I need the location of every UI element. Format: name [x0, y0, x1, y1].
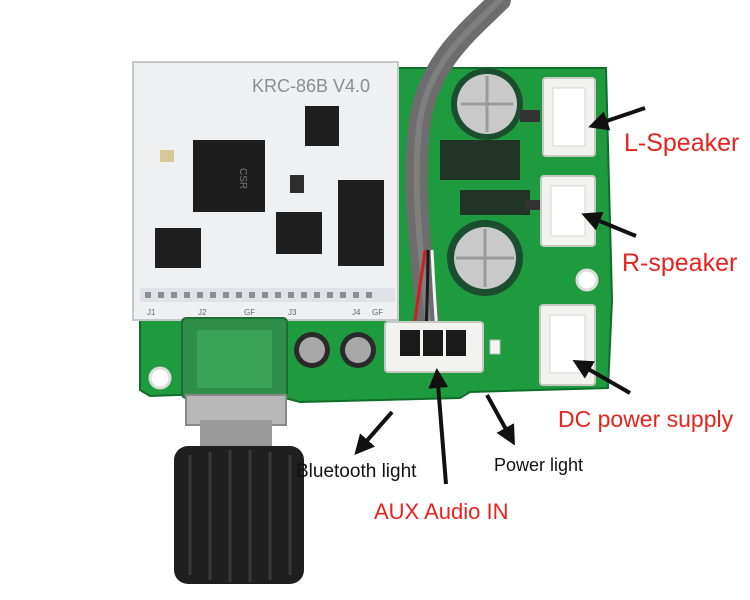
- header-j1: J1: [147, 308, 156, 317]
- module-model-text: KRC-86B V4.0: [252, 76, 370, 96]
- dc-power-connector: [539, 304, 596, 386]
- bluetooth-light-label: Bluetooth light: [296, 461, 417, 482]
- arrow-dc-power: [572, 360, 631, 395]
- dc-power-label: DC power supply: [558, 406, 734, 432]
- header-j2: J2: [198, 308, 207, 317]
- power-light-label: Power light: [494, 455, 584, 475]
- mount-hole-left-bottom: [148, 366, 172, 390]
- svg-text:CSR: CSR: [237, 168, 248, 189]
- arrow-l-speaker: [588, 106, 646, 131]
- power-led: [489, 339, 501, 355]
- mount-hole-right-top: [575, 268, 599, 292]
- capacitor-middle: [447, 220, 523, 296]
- r-speaker-connector: [540, 175, 596, 247]
- arrow-power-light: [485, 394, 515, 446]
- arrow-aux: [428, 368, 449, 485]
- bluetooth-module: KRC-86B V4.0 CSR J1 J2 GF J3 J4 GF: [132, 61, 399, 321]
- csr-chip: [193, 140, 265, 212]
- l-speaker-connector: [542, 77, 596, 157]
- header-j3: J3: [288, 308, 297, 317]
- l-speaker-label: L-Speaker: [624, 129, 740, 157]
- arrow-bluetooth-light: [354, 410, 394, 456]
- aux-audio-in-label: AUX Audio IN: [374, 499, 509, 524]
- volume-potentiometer: [174, 317, 304, 584]
- header-j4: J4: [352, 308, 361, 317]
- aux-connector: [384, 321, 484, 373]
- header-gf-1: GF: [244, 308, 255, 317]
- header-gf-2: GF: [372, 308, 383, 317]
- arrow-r-speaker: [581, 211, 637, 238]
- volume-knob: [174, 446, 304, 584]
- capacitor-top: [451, 68, 523, 140]
- r-speaker-label: R-speaker: [622, 249, 738, 277]
